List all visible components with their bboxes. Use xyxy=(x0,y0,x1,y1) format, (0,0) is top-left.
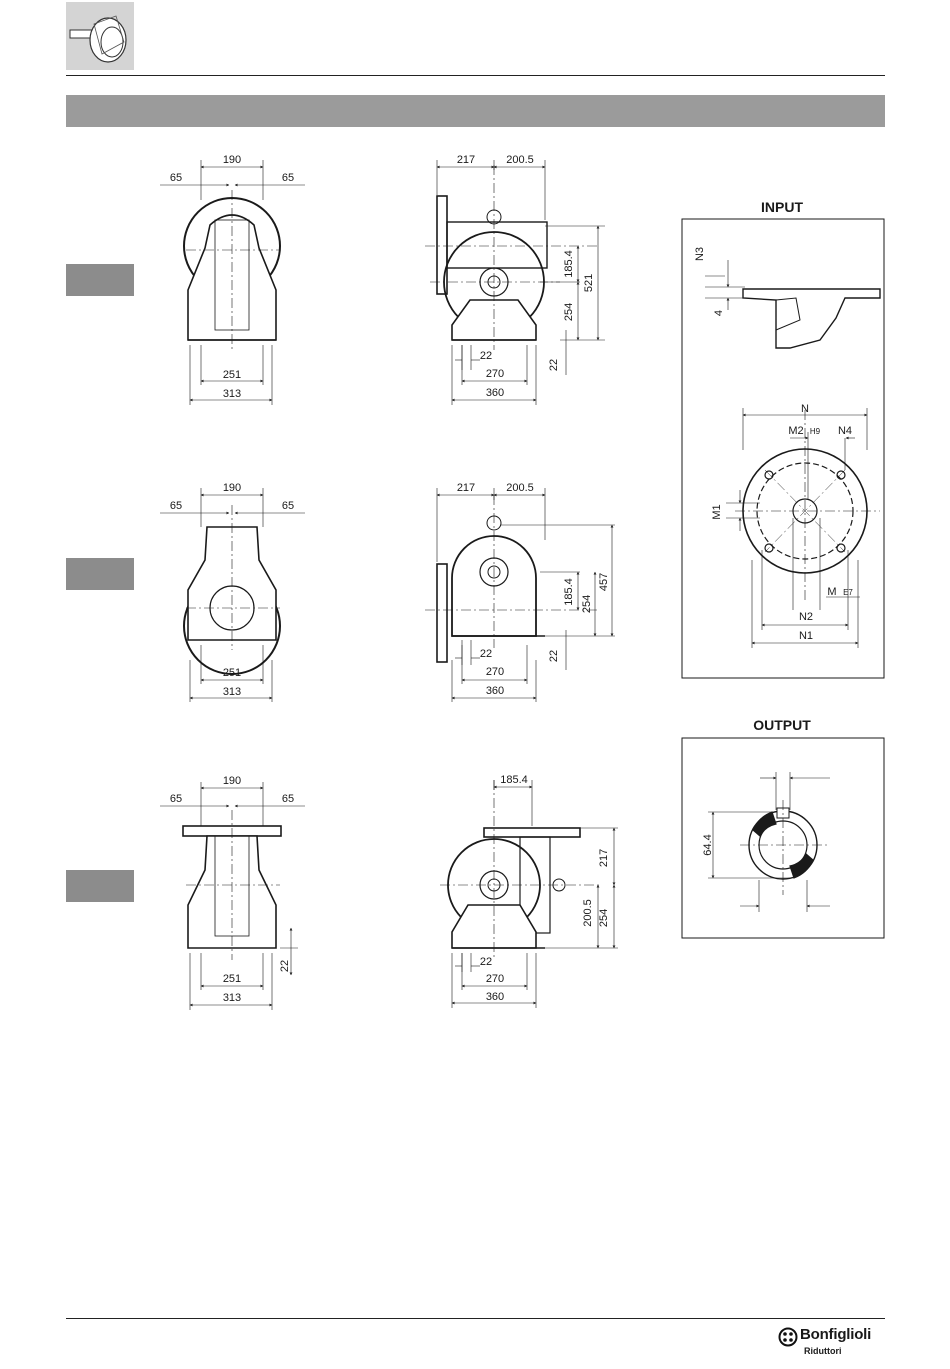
input-label-n4: N4 xyxy=(838,425,852,437)
v3-side-dim-bottom-b: 270 xyxy=(486,973,504,985)
input-label-e7: E7 xyxy=(843,588,853,597)
output-bore xyxy=(740,800,830,895)
v3-side-dim-bottom-c: 360 xyxy=(486,991,504,1003)
output-dim: 64.4 xyxy=(702,834,714,855)
v1-front-dim-right: 65 xyxy=(282,172,294,184)
v3-side-dim-v3: 254 xyxy=(598,909,610,927)
v1-front-dim-base-inner: 251 xyxy=(223,369,241,381)
view3-front-drawing xyxy=(183,810,281,960)
input-label-n2: N2 xyxy=(799,611,813,623)
v1-side-dim-v2: 254 xyxy=(563,303,575,321)
output-title: OUTPUT xyxy=(753,717,811,733)
input-detail-box xyxy=(682,219,884,678)
v1-front-dim-left: 65 xyxy=(170,172,182,184)
v1-side-dim-right: 200.5 xyxy=(506,154,534,166)
v1-side-dim-bottom-a: 22 xyxy=(480,350,492,362)
input-title: INPUT xyxy=(761,199,803,215)
v3-front-dim-left: 65 xyxy=(170,793,182,805)
v2-front-dim-top: 190 xyxy=(223,482,241,494)
v1-side-dim-left: 217 xyxy=(457,154,475,166)
footer-rule xyxy=(66,1318,885,1319)
v2-side-dim-bottom-b: 270 xyxy=(486,666,504,678)
v1-side-dim-bottom-c: 360 xyxy=(486,387,504,399)
v2-side-dim-right: 200.5 xyxy=(506,482,534,494)
brand-subtitle: Riduttori xyxy=(804,1346,842,1356)
v2-side-dim-v4: 22 xyxy=(548,650,560,662)
v2-front-dim-base-inner: 251 xyxy=(223,667,241,679)
v2-side-dim-bottom-a: 22 xyxy=(480,648,492,660)
input-label-m2: M2 xyxy=(788,425,803,437)
brand-logo: Bonfiglioli Riduttori xyxy=(778,1326,888,1362)
view2-front-drawing xyxy=(184,505,280,674)
v2-front-dim-right: 65 xyxy=(282,500,294,512)
brand-name: Bonfiglioli xyxy=(800,1326,871,1343)
v1-side-dim-v4: 22 xyxy=(548,359,560,371)
input-label-4: 4 xyxy=(713,310,725,316)
v2-front-dim-base-outer: 313 xyxy=(223,686,241,698)
v2-side-dim-v3: 457 xyxy=(598,573,610,591)
v1-front-dim-base-outer: 313 xyxy=(223,388,241,400)
input-flange-section xyxy=(705,260,880,348)
input-label-m1: M1 xyxy=(711,504,723,519)
v3-front-dim-base-outer: 313 xyxy=(223,992,241,1004)
v1-side-dim-v3: 521 xyxy=(583,274,595,292)
input-label-n3: N3 xyxy=(694,247,706,261)
input-label-h9: H9 xyxy=(810,427,821,436)
v3-side-dim-v2: 200.5 xyxy=(582,899,594,927)
v3-front-dim-top: 190 xyxy=(223,775,241,787)
v3-front-dim-right: 65 xyxy=(282,793,294,805)
v1-side-dim-bottom-b: 270 xyxy=(486,368,504,380)
input-label-n1: N1 xyxy=(799,630,813,642)
v1-side-dim-v1: 185.4 xyxy=(563,250,575,278)
v3-side-dim-v1: 217 xyxy=(598,849,610,867)
v2-front-dim-left: 65 xyxy=(170,500,182,512)
v2-side-dim-v2: 254 xyxy=(581,595,593,613)
view1-front-drawing xyxy=(184,190,280,350)
v2-side-dim-left: 217 xyxy=(457,482,475,494)
brand-logo-icon xyxy=(778,1327,798,1347)
input-label-n: N xyxy=(801,403,809,415)
v3-side-dim-top: 185.4 xyxy=(500,774,528,786)
v3-front-dim-base-inner: 251 xyxy=(223,973,241,985)
v1-front-dim-top: 190 xyxy=(223,154,241,166)
v3-side-dim-bottom-a: 22 xyxy=(480,956,492,968)
view3-side-drawing xyxy=(440,780,600,960)
v3-front-dim-v1: 22 xyxy=(279,960,291,972)
v2-side-dim-v1: 185.4 xyxy=(563,578,575,606)
input-label-m: M xyxy=(827,586,836,598)
v2-side-dim-bottom-c: 360 xyxy=(486,685,504,697)
